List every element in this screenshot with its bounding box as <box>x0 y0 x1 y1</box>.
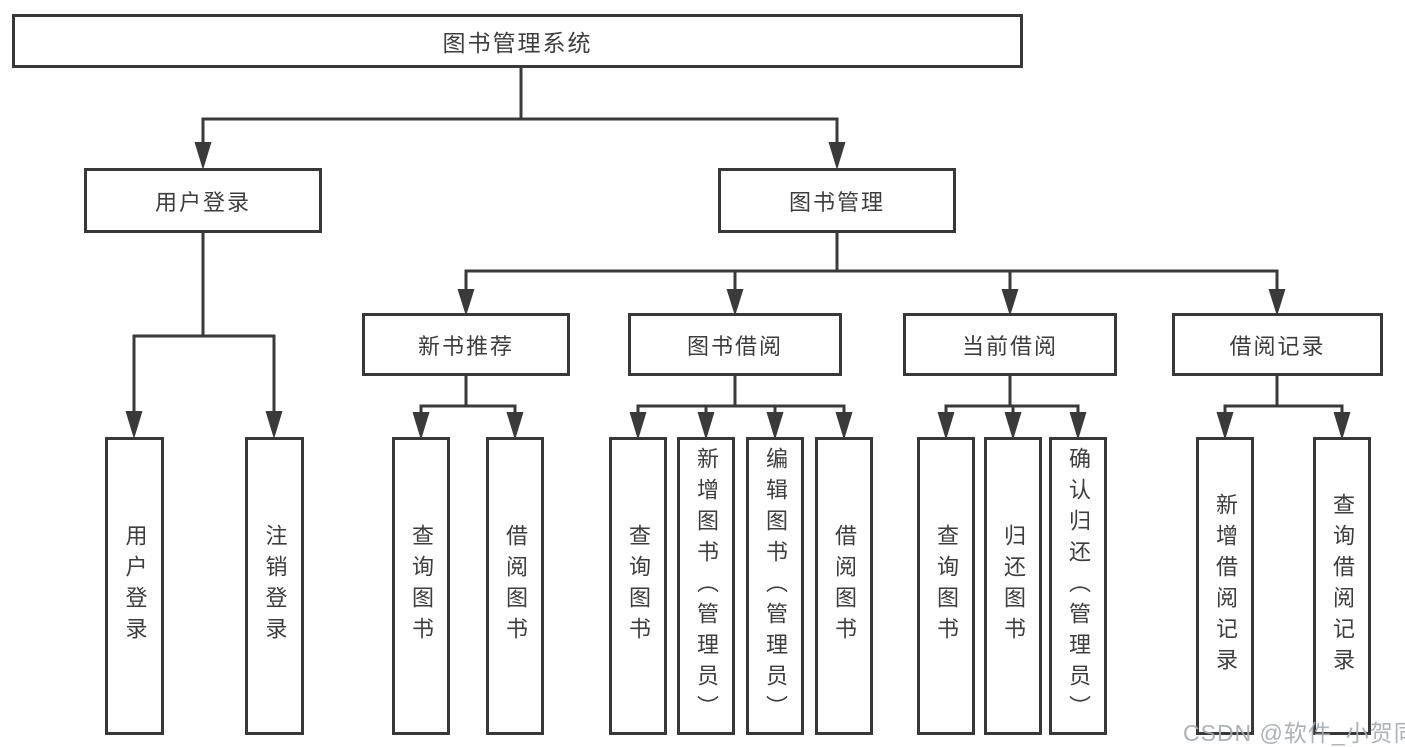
node-label: 图书管理 <box>788 189 885 215</box>
leaf-label: 归还图书 <box>1001 524 1026 648</box>
node-label: 图书管理系统 <box>442 30 593 56</box>
node-book-borrowing: 图书借阅 <box>628 313 842 376</box>
leaf-label: 查询图书 <box>409 524 434 648</box>
leaf-add-books-admin: 新增图书（管理员） <box>677 437 735 735</box>
leaf-label: 新增图书（管理员） <box>694 446 719 726</box>
node-current-borrowing: 当前借阅 <box>903 313 1117 376</box>
leaf-label: 注销登录 <box>262 524 288 648</box>
leaf-borrow-books: 借阅图书 <box>486 437 544 735</box>
node-book-management: 图书管理 <box>718 168 956 233</box>
node-borrow-records: 借阅记录 <box>1172 313 1383 376</box>
leaf-label: 编辑图书（管理员） <box>763 446 788 726</box>
leaf-logout: 注销登录 <box>245 437 304 735</box>
leaf-label: 查询图书 <box>626 524 651 648</box>
leaf-label: 查询借阅记录 <box>1330 493 1355 679</box>
node-user-login: 用户登录 <box>84 168 322 233</box>
watermark-text: CSDN @软件_小贺同学 <box>1183 720 1405 746</box>
node-new-book-recommend: 新书推荐 <box>362 313 570 376</box>
node-label: 用户登录 <box>154 189 251 215</box>
node-label: 当前借阅 <box>961 333 1058 359</box>
leaf-label: 新增借阅记录 <box>1213 493 1238 679</box>
leaf-query-books: 查询图书 <box>917 437 975 735</box>
node-label: 借阅记录 <box>1229 333 1326 359</box>
node-label: 新书推荐 <box>417 333 514 359</box>
leaf-add-borrow-record: 新增借阅记录 <box>1196 437 1254 735</box>
node-label: 图书借阅 <box>686 333 783 359</box>
node-root-system: 图书管理系统 <box>12 14 1023 68</box>
leaf-label: 用户登录 <box>122 524 148 648</box>
leaf-label: 查询图书 <box>934 524 959 648</box>
leaf-label: 确认归还（管理员） <box>1066 446 1091 726</box>
leaf-label: 借阅图书 <box>503 524 528 648</box>
leaf-return-books: 归还图书 <box>984 437 1042 735</box>
leaf-query-books: 查询图书 <box>392 437 450 735</box>
leaf-label: 借阅图书 <box>832 524 857 648</box>
leaf-edit-books-admin: 编辑图书（管理员） <box>746 437 804 735</box>
leaf-query-borrow-record: 查询借阅记录 <box>1313 437 1371 735</box>
leaf-user-login: 用户登录 <box>105 437 164 735</box>
leaf-confirm-return-admin: 确认归还（管理员） <box>1049 437 1107 735</box>
leaf-borrow-books: 借阅图书 <box>815 437 873 735</box>
leaf-query-books: 查询图书 <box>609 437 667 735</box>
